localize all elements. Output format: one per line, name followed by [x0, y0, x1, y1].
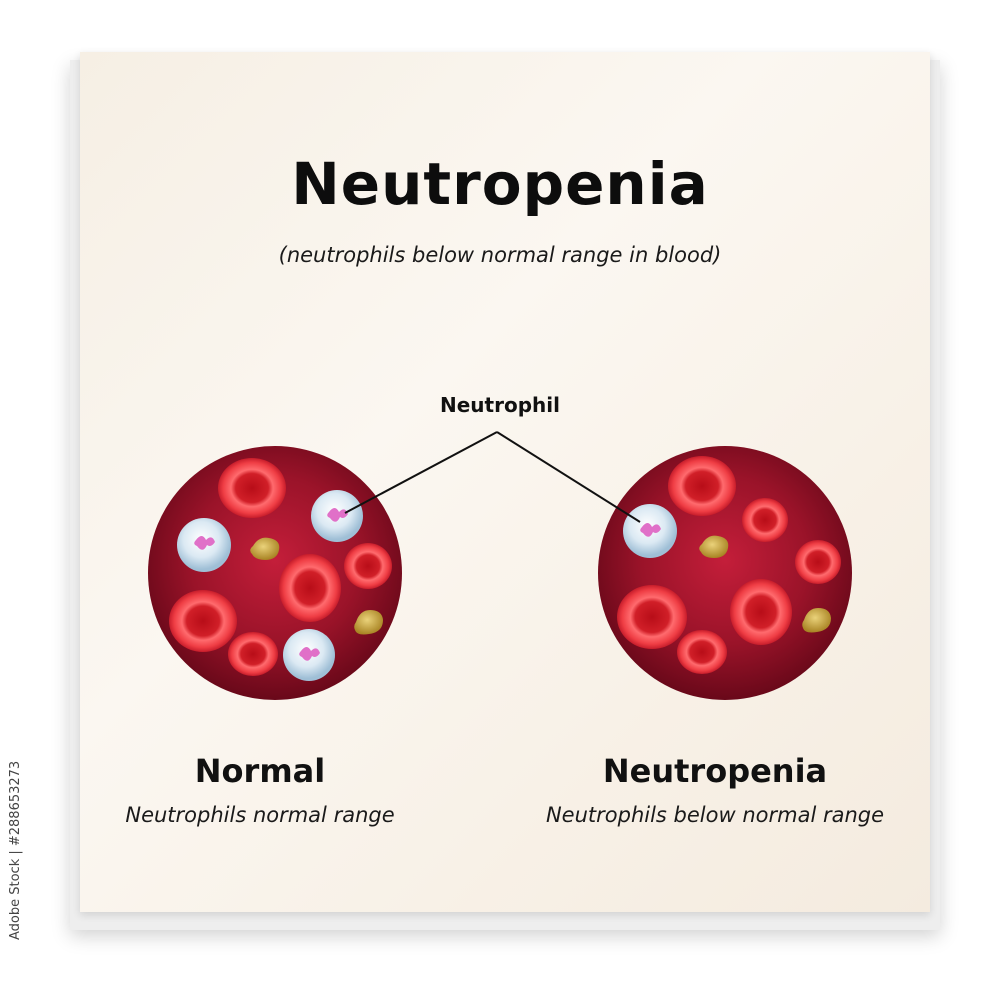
neutropenia-panel-caption: Neutrophils below normal range: [545, 803, 885, 827]
neutropenia-blood-sample: [598, 446, 852, 700]
platelet: [699, 535, 729, 558]
platelet: [354, 610, 383, 635]
neutrophil-cell: [177, 518, 231, 572]
callout-leader-line-right: [496, 431, 641, 523]
platelet: [250, 537, 280, 560]
red-blood-cell: [279, 554, 341, 622]
normal-blood-sample: [148, 446, 402, 700]
red-blood-cell: [742, 498, 788, 542]
neutropenia-panel-heading: Neutropenia: [602, 752, 828, 790]
red-blood-cell: [228, 632, 278, 676]
normal-panel-caption: Neutrophils normal range: [125, 803, 395, 827]
normal-panel-heading: Normal: [194, 752, 326, 790]
red-blood-cell: [668, 456, 736, 516]
red-blood-cell: [344, 543, 392, 589]
red-blood-cell: [169, 590, 237, 652]
red-blood-cell: [677, 630, 727, 674]
neutrophil-cell: [311, 490, 363, 542]
neutrophil-cell: [623, 504, 677, 558]
diagram-subtitle: (neutrophils below normal range in blood…: [278, 243, 722, 267]
neutrophil-cell: [283, 629, 335, 681]
neutrophil-callout-label: Neutrophil: [440, 393, 560, 417]
red-blood-cell: [795, 540, 841, 584]
stock-id-watermark: Adobe Stock | #288653273: [8, 760, 23, 940]
red-blood-cell: [730, 579, 792, 645]
platelet: [802, 608, 831, 633]
red-blood-cell: [218, 458, 286, 518]
callout-leader-line-left: [344, 431, 498, 514]
diagram-title: Neutropenia: [291, 150, 709, 218]
red-blood-cell: [617, 585, 687, 649]
